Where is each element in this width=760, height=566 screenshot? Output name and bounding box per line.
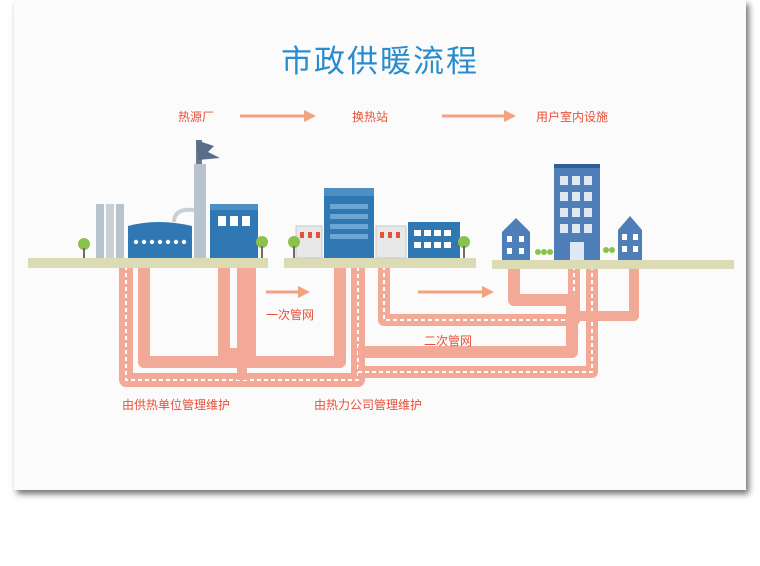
secondary-pipe-network bbox=[358, 266, 639, 378]
pipe-arrow-1 bbox=[266, 286, 310, 298]
pipe-arrow-2 bbox=[418, 286, 494, 298]
heat-source-plant bbox=[78, 140, 268, 258]
label-company-maintenance: 由热力公司管理维护 bbox=[314, 398, 423, 412]
primary-pipe-network bbox=[119, 266, 365, 387]
ground bbox=[28, 258, 734, 269]
flow-arrow-1 bbox=[240, 110, 316, 122]
label-user-facility: 用户室内设施 bbox=[536, 110, 609, 124]
diagram-card: 市政供暖流程 bbox=[14, 0, 746, 490]
flow-arrow-2 bbox=[442, 110, 516, 122]
label-secondary-pipe: 二次管网 bbox=[424, 334, 473, 348]
exchange-station bbox=[288, 188, 470, 259]
user-buildings bbox=[502, 164, 642, 260]
label-exchange-station: 换热站 bbox=[352, 110, 389, 124]
diagram-title: 市政供暖流程 bbox=[281, 44, 479, 80]
label-primary-pipe: 一次管网 bbox=[266, 308, 315, 322]
label-supplier-maintenance: 由供热单位管理维护 bbox=[122, 398, 231, 412]
label-heat-source: 热源厂 bbox=[178, 110, 215, 124]
heating-diagram bbox=[28, 110, 734, 387]
